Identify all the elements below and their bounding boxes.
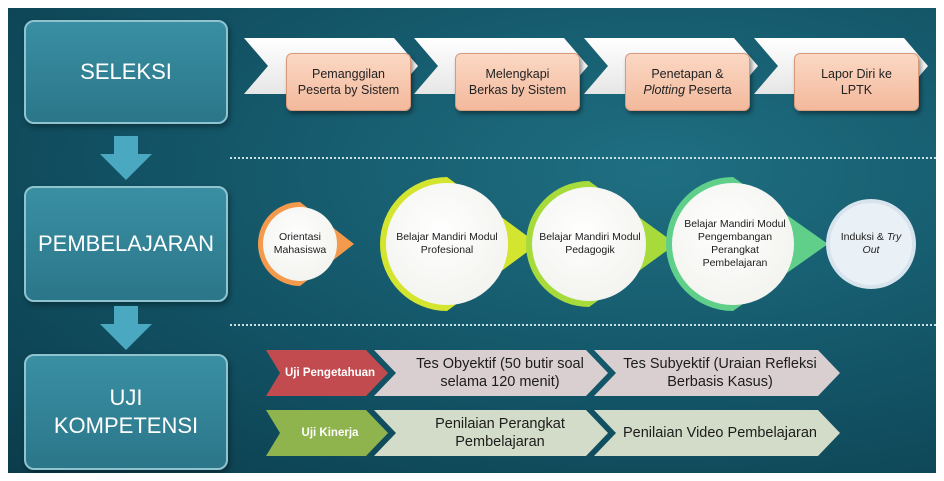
tes-subyektif-chevron (594, 350, 840, 396)
divider-line (230, 157, 936, 159)
uji-pengetahuan-chevron (266, 350, 388, 396)
stage-pembelajaran-label: PEMBELAJARAN (37, 231, 215, 256)
stage-seleksi-label: SELEKSI (80, 59, 172, 84)
tes-obyektif-text: Tes Obyektif (50 butir soal selama 120 m… (416, 356, 584, 390)
step-line: Berkas by Sistem (468, 83, 567, 97)
tes-obyektif-chevron (374, 350, 608, 396)
step-line: Pemanggilan (312, 67, 385, 81)
penilaian-perangkat-chevron (374, 410, 608, 456)
induksi-text: Induksi & (840, 231, 887, 243)
uji-kompetensi-chevrons (266, 350, 840, 456)
step-line: LPTK (840, 83, 873, 97)
seleksi-step-3: Penetapan & Plotting Peserta (625, 53, 750, 111)
pembelajaran-step-1: Orientasi Mahasiswa (273, 231, 327, 256)
penilaian-perangkat-text: Penilaian Perangkat Pembelajaran (435, 416, 565, 450)
seleksi-step-1: Pemanggilan Peserta by Sistem (286, 53, 411, 111)
uji-kinerja-chevron (266, 410, 388, 456)
seleksi-step-4: Lapor Diri ke LPTK (794, 53, 919, 111)
down-arrow-icon (100, 136, 152, 180)
diagram-canvas: SELEKSI PEMBELAJARAN UJI KOMPETENSI Pema… (8, 8, 936, 473)
step-line: Peserta by Sistem (297, 83, 400, 97)
down-arrow-icon (100, 306, 152, 350)
tes-subyektif-text: Tes Subyektif (Uraian Refleksi Berbasis … (623, 356, 817, 390)
uji-pengetahuan-label: Uji Pengetahuan (284, 367, 376, 379)
pembelajaran-step-2: Belajar Mandiri Modul Profesional (396, 231, 498, 256)
plotting-word: Plotting (643, 83, 686, 97)
pembelajaran-flow (258, 177, 916, 311)
stage-seleksi: SELEKSI (24, 20, 228, 124)
pembelajaran-step-4: Belajar Mandiri Modul Pengembangan Peran… (684, 218, 786, 269)
step-line: Melengkapi (485, 67, 550, 81)
seleksi-step-2: Melengkapi Berkas by Sistem (455, 53, 580, 111)
uji-kinerja-label: Uji Kinerja (301, 427, 359, 439)
stage-uji-kompetensi: UJI KOMPETENSI (24, 354, 228, 470)
penilaian-video-text: Penilaian Video Pembelajaran (622, 425, 817, 441)
stage-uji-kompetensi-label: UJI KOMPETENSI (53, 385, 199, 438)
step-line: Penetapan & (651, 67, 724, 81)
divider-line (230, 324, 936, 326)
step-line-2: Plotting Peserta (643, 82, 731, 98)
step-line-rest: Peserta (685, 83, 732, 97)
pembelajaran-step-5: Induksi & Try Out (832, 220, 910, 268)
stage-pembelajaran: PEMBELAJARAN (24, 186, 228, 302)
tryout-text: Try Out (862, 231, 902, 256)
step-line: Lapor Diri ke (821, 67, 892, 81)
penilaian-video-chevron (594, 410, 840, 456)
pembelajaran-step-3: Belajar Mandiri Modul Pedagogik (539, 231, 641, 256)
